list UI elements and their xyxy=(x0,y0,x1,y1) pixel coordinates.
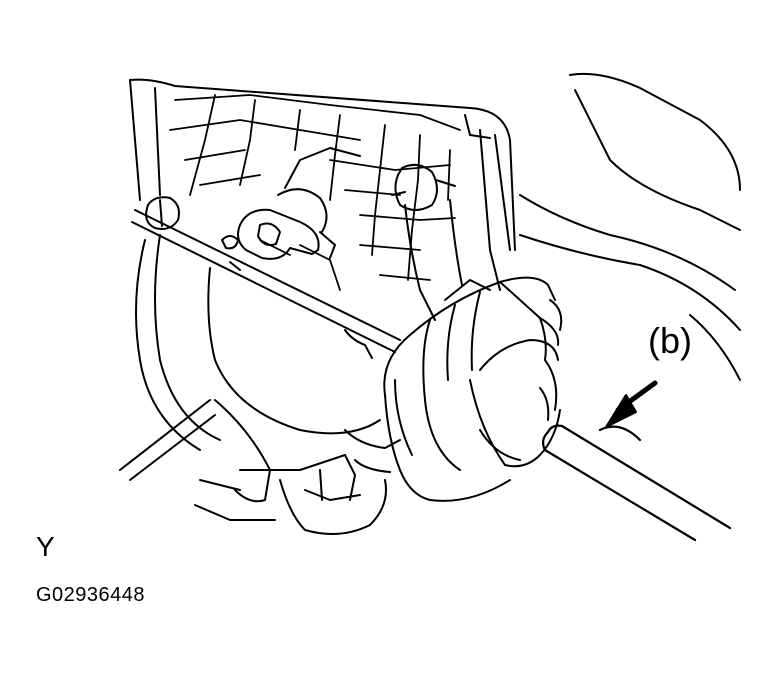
cable xyxy=(541,424,732,542)
grommet xyxy=(383,276,563,502)
figure-code: G02936448 xyxy=(36,584,146,606)
callout-label: (b) xyxy=(648,320,692,361)
arrow-icon xyxy=(605,380,658,428)
view-label: Y xyxy=(36,531,55,562)
grille-pattern xyxy=(169,94,461,291)
housing-outline xyxy=(129,72,741,381)
lower-body xyxy=(119,234,401,535)
bolt-right xyxy=(391,163,456,211)
bolt-left xyxy=(145,196,180,230)
bracket xyxy=(404,129,511,321)
cable-rod-upper xyxy=(131,209,401,359)
clip-lever xyxy=(221,147,361,260)
